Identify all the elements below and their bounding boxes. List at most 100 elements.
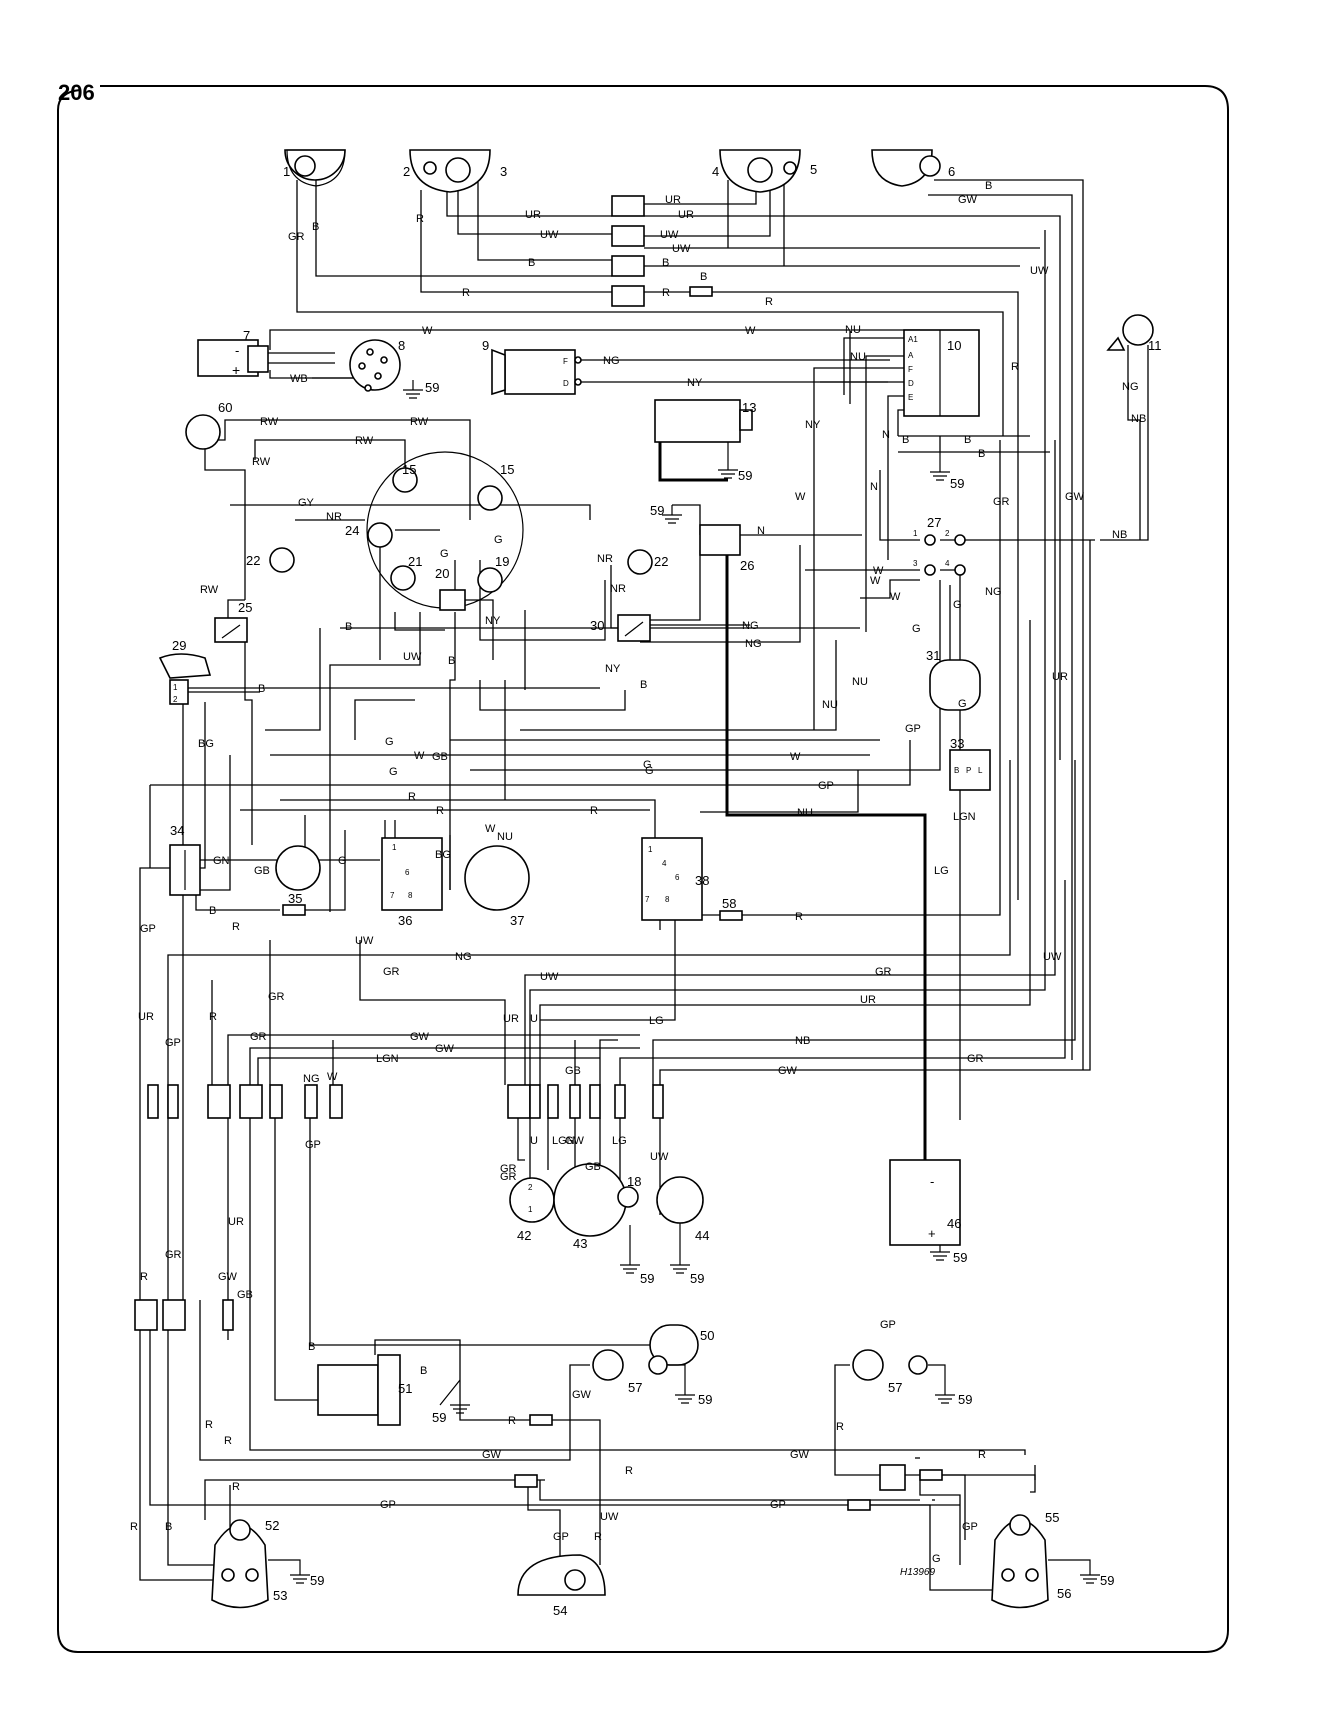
component-number: 35 [288,891,302,906]
component-number: 10 [947,338,961,353]
wire-colour-label: LG [649,1015,664,1027]
wire-colour-label: G [958,698,967,710]
wire-colour-label: B [640,679,647,691]
wire-colour-label: NG [745,638,762,650]
wire-colour-label: UR [138,1011,154,1023]
wire-colour-label: GR [500,1163,517,1175]
wire-colour-label: GW [435,1043,455,1055]
wire-colour-label: WB [290,373,308,385]
wire-colour-label: W [873,565,884,577]
wire-colour-label: B [528,257,535,269]
wire-colour-label: G [912,623,921,635]
wire-colour-label: R [232,921,240,933]
wire-colour-label: R [209,1011,217,1023]
component-number: 30 [590,618,604,633]
wire-colour-label: GR [967,1053,984,1065]
pin-labels: A1 A F D E F D - + 1 2 3 4 1 2 B P L 1 6… [173,335,983,1241]
wire-colour-label: W [422,325,433,337]
pin-label: D [563,379,569,388]
component-number: 13 [742,400,756,415]
component-number: 53 [273,1588,287,1603]
wire-colour-label: UR [665,194,681,206]
wire-colour-label: B [165,1521,172,1533]
wire-colour-label: N [757,525,765,537]
wire-colour-label: GW [778,1065,798,1077]
pin-label: F [563,357,568,366]
page-number: 206 [58,80,95,105]
wire-colour-label: U [530,1013,538,1025]
component-number: 31 [926,648,940,663]
wire-colour-label: NU [852,676,868,688]
wire-colour-label: NR [597,553,613,565]
wire-colour-label: UW [540,229,559,241]
pin-label: F [908,365,913,374]
component-number: 38 [695,873,709,888]
ground-number: 59 [1100,1573,1114,1588]
wire-colour-label: G [645,765,654,777]
component-number: 20 [435,566,449,581]
wire-colour-label: GW [410,1031,430,1043]
component-number: 3 [500,164,507,179]
wire-colour-label: GP [962,1521,978,1533]
wire-colour-label: GN [213,855,230,867]
wire-colour-label: NU [850,351,866,363]
wire-colour-label: W [414,750,425,762]
component-number: 52 [265,1518,279,1533]
wire-colour-label: NG [742,620,759,632]
wire-colour-label: GW [218,1271,238,1283]
wire-colour-label: UW [403,651,422,663]
wire-colour-label: GP [770,1499,786,1511]
wire-colour-label: UW [1030,265,1049,277]
wire-colour-label: NG [303,1073,320,1085]
wire-colour-label: W [870,575,881,587]
pin-label: 7 [390,891,395,900]
wire-colour-label: LGN [376,1053,399,1065]
wire-colour-label: R [590,805,598,817]
wire-colour-label: GR [875,966,892,978]
wire-colour-label: GY [298,497,315,509]
wire-colour-label: R [625,1465,633,1477]
components [134,149,1154,1609]
pin-label: A1 [908,335,918,344]
wire-colour-label: RW [410,416,429,428]
pin-label: 4 [662,859,667,868]
component-number: 58 [722,896,736,911]
wire-colour-label: GW [1065,491,1085,503]
pin-label: 2 [528,1183,533,1192]
wire-colour-label: RW [355,435,374,447]
wire-colour-label: NB [1112,529,1127,541]
wire-colour-label: B [258,683,265,695]
component-number: 8 [398,338,405,353]
wire-colour-label: UR [228,1216,244,1228]
component-number: 60 [218,400,232,415]
wire-colour-label: R [232,1481,240,1493]
component-number: 44 [695,1228,709,1243]
ground-number: 59 [950,476,964,491]
wire-colour-label: UW [660,229,679,241]
wire-colour-label: GB [565,1065,581,1077]
component-number: 18 [627,1174,641,1189]
component-number: 46 [947,1216,961,1231]
component-number: 57 [888,1380,902,1395]
pin-label: 6 [405,868,410,877]
wire-colour-label: UR [678,209,694,221]
wire-colour-label: B [209,905,216,917]
wire-colour-label: B [308,1341,315,1353]
ground-number: 59 [958,1392,972,1407]
wire-colour-label: UR [860,994,876,1006]
wire-colour-label: B [312,221,319,233]
wire-colour-label: GR [250,1031,267,1043]
component-number: 33 [950,736,964,751]
wire-colour-labels: GR B R UR UR UR UW UW UW B B B R R R B G… [130,180,1146,1565]
component-number: 29 [172,638,186,653]
wire-colour-label: B [345,621,352,633]
wire-colour-label: R [224,1435,232,1447]
wire-colour-label: R [140,1271,148,1283]
wire-colour-label: GR [500,1171,517,1183]
wire-colour-label: G [494,534,503,546]
component-number: 27 [927,515,941,530]
wire-colour-label: B [902,434,909,446]
component-number: 24 [345,523,359,538]
page-frame [57,85,1229,1653]
